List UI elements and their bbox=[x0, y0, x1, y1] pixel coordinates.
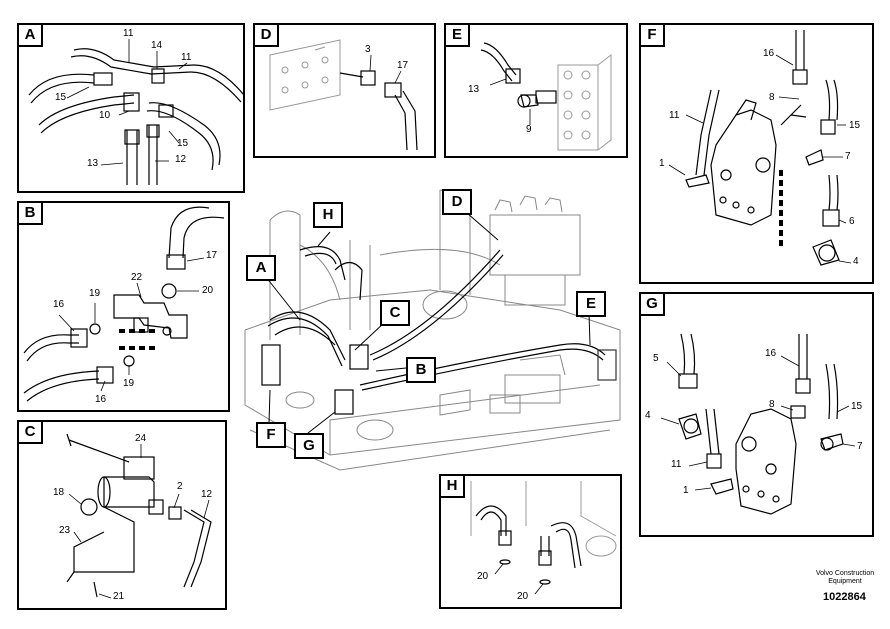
part-label: 24 bbox=[135, 433, 147, 444]
part-label: 6 bbox=[849, 216, 855, 227]
part-label: 20 bbox=[202, 285, 214, 296]
panel-f-drawing bbox=[668, 30, 852, 266]
detail-panel-e: E 13 9 bbox=[444, 23, 628, 158]
callout-a: A bbox=[246, 255, 276, 281]
part-label: 8 bbox=[769, 92, 775, 103]
part-label: 16 bbox=[765, 348, 777, 359]
part-label: 12 bbox=[175, 154, 187, 165]
part-label: 1 bbox=[683, 485, 689, 496]
part-label: 16 bbox=[763, 48, 775, 59]
detail-panel-f: F bbox=[639, 23, 874, 284]
panel-a-drawing bbox=[28, 39, 245, 185]
part-label: 2 bbox=[177, 481, 183, 492]
panel-g-drawing bbox=[660, 333, 856, 515]
part-label: 15 bbox=[851, 401, 863, 412]
part-label: 15 bbox=[55, 92, 67, 103]
part-label: 13 bbox=[468, 84, 480, 95]
part-label: 15 bbox=[849, 120, 861, 131]
detail-panel-b: B bbox=[17, 201, 230, 412]
detail-panel-c: C 24 18 2 1 bbox=[17, 420, 227, 610]
publisher-line-1: Volvo Construction bbox=[815, 570, 875, 577]
part-label: 21 bbox=[113, 591, 125, 602]
publisher-line-2: Equipment bbox=[828, 578, 862, 585]
callout-g: G bbox=[294, 433, 324, 459]
panel-h-drawing bbox=[470, 481, 617, 595]
callout-h: H bbox=[313, 202, 343, 228]
callout-e: E bbox=[576, 291, 606, 317]
callout-d: D bbox=[442, 189, 472, 215]
part-label: 20 bbox=[517, 591, 529, 602]
part-label: 7 bbox=[845, 151, 851, 162]
panel-d-drawing bbox=[269, 39, 418, 151]
part-label: 20 bbox=[477, 571, 489, 582]
part-label: 3 bbox=[365, 44, 371, 55]
part-label: 4 bbox=[645, 410, 651, 421]
part-label: 13 bbox=[87, 158, 99, 169]
part-label: 5 bbox=[653, 353, 659, 364]
panel-c-drawing bbox=[66, 433, 212, 599]
panel-tag: F bbox=[641, 25, 665, 47]
part-label: 17 bbox=[397, 60, 409, 71]
panel-tag: G bbox=[641, 294, 665, 316]
document-number: 1022864 bbox=[823, 591, 866, 603]
panel-tag: B bbox=[19, 203, 43, 225]
part-label: 16 bbox=[95, 394, 107, 405]
detail-panel-a: A bbox=[17, 23, 245, 193]
part-label: 11 bbox=[181, 52, 192, 63]
detail-panel-d: D 3 17 bbox=[253, 23, 436, 158]
panel-e-drawing bbox=[480, 42, 612, 151]
part-label: 12 bbox=[201, 489, 213, 500]
panel-tag: A bbox=[19, 25, 43, 47]
panel-b-drawing bbox=[23, 206, 225, 402]
part-label: 23 bbox=[59, 525, 71, 536]
callout-f: F bbox=[256, 422, 286, 448]
part-label: 19 bbox=[89, 288, 101, 299]
panel-tag: D bbox=[255, 25, 279, 47]
callout-b: B bbox=[406, 357, 436, 383]
part-label: 15 bbox=[177, 138, 189, 149]
part-label: 1 bbox=[659, 158, 665, 169]
detail-panel-h: H 20 20 bbox=[439, 474, 622, 609]
part-label: 7 bbox=[857, 441, 863, 452]
part-label: 17 bbox=[206, 250, 218, 261]
panel-tag: C bbox=[19, 422, 43, 444]
part-label: 11 bbox=[671, 459, 682, 470]
part-label: 11 bbox=[669, 110, 680, 121]
callout-c: C bbox=[380, 300, 410, 326]
part-label: 14 bbox=[151, 40, 163, 51]
part-label: 19 bbox=[123, 378, 135, 389]
part-label: 9 bbox=[526, 124, 532, 135]
part-label: 4 bbox=[853, 256, 859, 267]
panel-tag: E bbox=[446, 25, 470, 47]
part-label: 10 bbox=[99, 110, 111, 121]
part-label: 8 bbox=[769, 399, 775, 410]
part-label: 22 bbox=[131, 272, 143, 283]
panel-tag: H bbox=[441, 476, 465, 498]
part-label: 16 bbox=[53, 299, 65, 310]
part-label: 18 bbox=[53, 487, 65, 498]
part-label: 11 bbox=[123, 28, 134, 39]
detail-panel-g: G bbox=[639, 292, 874, 537]
